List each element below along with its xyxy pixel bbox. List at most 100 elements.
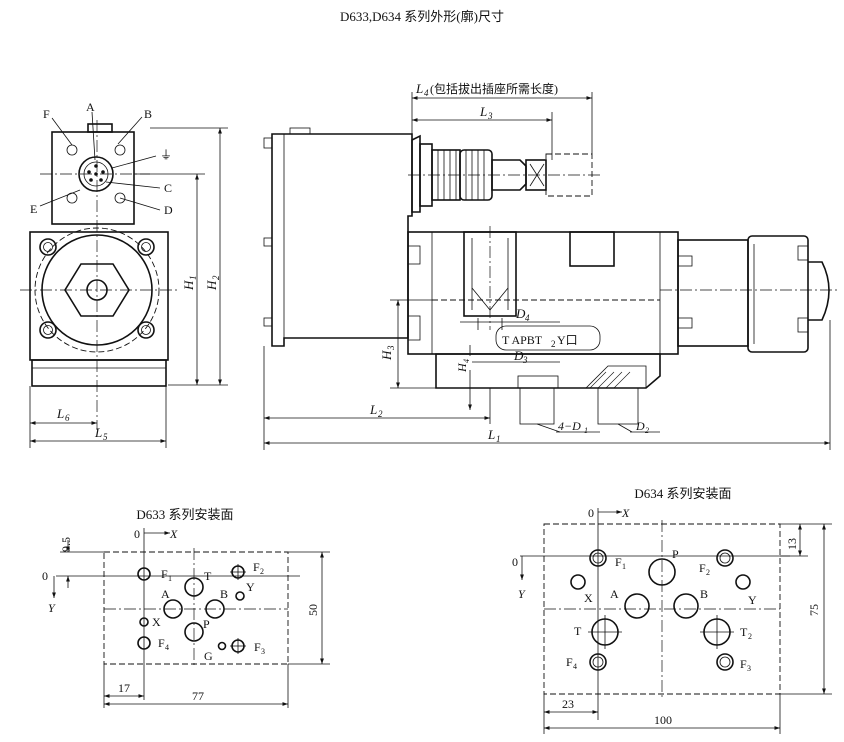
svg-text:F: F bbox=[253, 560, 260, 574]
svg-text:3: 3 bbox=[261, 647, 265, 656]
d633-hole-b bbox=[205, 599, 225, 619]
d633-outline bbox=[103, 551, 289, 665]
connector-pin bbox=[89, 178, 93, 182]
svg-text:H: H bbox=[379, 350, 394, 361]
front-base bbox=[31, 359, 167, 387]
d633-hole-y bbox=[235, 591, 245, 601]
d633-label-p: P bbox=[203, 617, 210, 631]
d633-mounting-face: D633 系列安装面 0 X 0 Y 9.5 50 17 77 bbox=[42, 507, 330, 708]
d633-hole-f3 bbox=[230, 638, 246, 654]
d634-dim-23: 23 bbox=[562, 697, 574, 711]
d633-origin-y: 0 bbox=[42, 569, 48, 583]
svg-text:2: 2 bbox=[211, 275, 221, 280]
svg-text:2: 2 bbox=[378, 409, 383, 419]
d634-x-axis: X bbox=[621, 506, 630, 520]
d633-dim-50: 50 bbox=[306, 604, 320, 616]
bottom-port-d1 bbox=[519, 387, 555, 425]
connector-screw-f bbox=[66, 144, 78, 156]
d634-dim-100: 100 bbox=[654, 713, 672, 727]
d634-dim-13: 13 bbox=[785, 538, 799, 550]
corner-bolt bbox=[137, 321, 155, 339]
d634-hole-t2 bbox=[700, 615, 734, 649]
dim-h4: H 4 bbox=[455, 359, 471, 373]
connector-screw-b bbox=[114, 144, 126, 156]
connector-label-f: F bbox=[43, 107, 50, 121]
d633-label-t: T bbox=[204, 569, 212, 583]
d634-hole-a bbox=[624, 593, 650, 619]
d633-hole-x bbox=[139, 617, 149, 627]
d634-hole-x bbox=[570, 574, 586, 590]
dim-h2: H 2 bbox=[204, 275, 221, 291]
svg-text:D: D bbox=[515, 306, 526, 321]
front-view: F A B ⏚ C D E H 1 H bbox=[20, 100, 228, 448]
connector-ring-outer bbox=[78, 156, 114, 192]
d633-label-g: G bbox=[204, 649, 213, 663]
svg-text:1: 1 bbox=[188, 276, 198, 281]
svg-text:F: F bbox=[158, 636, 165, 650]
d634-dim-75: 75 bbox=[807, 604, 821, 616]
d634-hole-f1 bbox=[589, 549, 607, 567]
svg-text:L: L bbox=[94, 425, 102, 440]
svg-text:4: 4 bbox=[165, 643, 169, 652]
d634-origin-x: 0 bbox=[588, 506, 594, 520]
d633-hole-t bbox=[184, 577, 204, 597]
svg-text:4: 4 bbox=[525, 313, 530, 323]
d634-hole-b bbox=[673, 593, 699, 619]
d633-hole-p bbox=[184, 622, 204, 642]
dim-l4: L 4 (包括拔出插座所需长度) bbox=[415, 81, 558, 98]
svg-text:2: 2 bbox=[748, 632, 752, 641]
svg-text:2: 2 bbox=[260, 567, 264, 576]
svg-text:4−D: 4−D bbox=[558, 419, 581, 433]
svg-text:2: 2 bbox=[706, 568, 710, 577]
connector-label-a: A bbox=[86, 100, 95, 114]
svg-text:2: 2 bbox=[645, 426, 649, 435]
connector-pin bbox=[87, 170, 91, 174]
d633-hole-f4 bbox=[137, 636, 151, 650]
svg-text:L: L bbox=[56, 406, 64, 421]
dim-l2: L 2 bbox=[369, 402, 383, 419]
connector-top-tab bbox=[87, 123, 113, 133]
svg-text:D: D bbox=[513, 348, 524, 363]
d633-y-axis: Y bbox=[48, 601, 56, 615]
d634-label-x: X bbox=[584, 591, 593, 605]
dim-l5: L 5 bbox=[94, 425, 108, 442]
svg-text:H: H bbox=[455, 362, 469, 373]
d633-origin-x: 0 bbox=[134, 527, 140, 541]
dim-d1: 4−D 1 bbox=[558, 419, 588, 435]
dim-l3: L 3 bbox=[479, 104, 493, 121]
motor-cap bbox=[747, 235, 809, 353]
corner-bolt bbox=[39, 321, 57, 339]
dim-d3: D 3 bbox=[513, 348, 528, 365]
connector-screw-d bbox=[114, 192, 126, 204]
svg-text:1: 1 bbox=[584, 426, 588, 435]
svg-text:H: H bbox=[204, 280, 219, 291]
d634-label-t: T bbox=[574, 624, 582, 638]
d634-hole-f3 bbox=[716, 653, 734, 671]
d633-title: D633 系列安装面 bbox=[136, 507, 233, 522]
drawing-title: D633,D634 系列外形(廓)尺寸 bbox=[340, 9, 504, 24]
corner-bolt bbox=[137, 238, 155, 256]
d633-hole-a bbox=[163, 599, 183, 619]
connector-label-d: D bbox=[164, 203, 173, 217]
svg-text:D: D bbox=[635, 419, 645, 433]
d633-dim-17: 17 bbox=[118, 681, 130, 695]
d634-hole-y bbox=[735, 574, 751, 590]
d633-label-a: A bbox=[161, 587, 170, 601]
d634-mounting-face: D634 系列安装面 0 X 0 Y 13 75 23 100 bbox=[512, 486, 832, 734]
dim-d4: D 4 bbox=[515, 306, 530, 323]
ground-icon: ⏚ bbox=[160, 148, 172, 162]
d634-hole-f2 bbox=[716, 549, 734, 567]
d633-label-x: X bbox=[152, 615, 161, 629]
svg-text:4: 4 bbox=[424, 88, 429, 98]
svg-text:3: 3 bbox=[487, 111, 493, 121]
port-label: T APBT 2 Y口 bbox=[502, 333, 578, 349]
svg-text:4: 4 bbox=[573, 662, 577, 671]
svg-text:F: F bbox=[740, 657, 747, 671]
bottom-port-d2 bbox=[597, 387, 639, 425]
